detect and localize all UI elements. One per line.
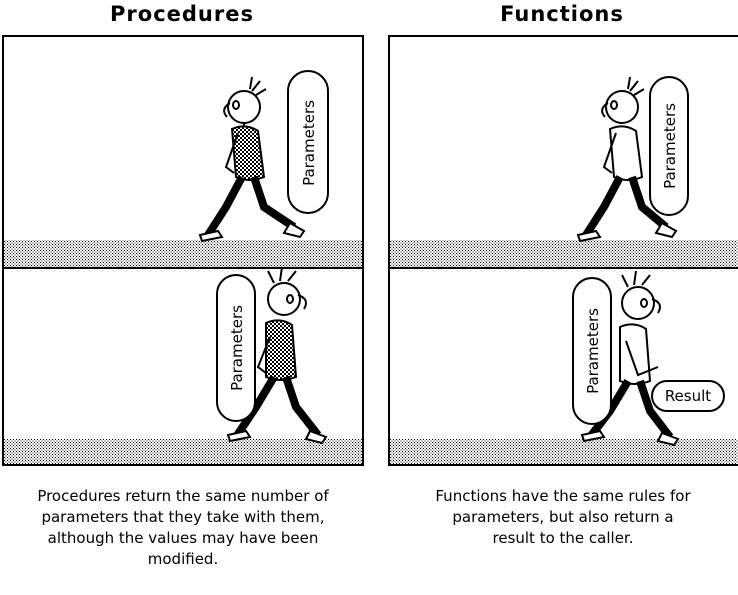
parameters-tag-label: Parameters xyxy=(584,308,602,394)
result-tag: Result xyxy=(651,380,725,412)
procedures-caption: Procedures return the same number of par… xyxy=(2,486,364,570)
caption-line: parameters, but also return a xyxy=(452,508,674,526)
caption-line: Procedures return the same number of xyxy=(37,487,329,505)
parameters-tag-label: Parameters xyxy=(300,100,318,186)
caption-line: modified. xyxy=(147,550,219,568)
ground-strip xyxy=(390,439,738,464)
caption-line: result to the caller. xyxy=(492,529,634,547)
walking-man-figure xyxy=(198,76,306,243)
parameters-tag: Parameters xyxy=(572,277,612,425)
walking-man-figure xyxy=(576,76,678,243)
parameters-tag-label: Parameters xyxy=(661,103,679,189)
functions-title: Functions xyxy=(500,2,624,26)
result-tag-label: Result xyxy=(665,387,711,405)
parameters-tag: Parameters xyxy=(287,70,329,214)
caption-line: although the values may have been xyxy=(47,529,319,547)
ground-strip xyxy=(4,240,362,267)
ground-strip xyxy=(4,439,362,464)
procedures-title: Procedures xyxy=(110,2,254,26)
caption-line: Functions have the same rules for xyxy=(435,487,691,505)
ground-strip xyxy=(390,240,738,267)
procedures-panel: Parameters Parameters xyxy=(2,35,364,466)
procedures-illustration: Parameters Parameters xyxy=(4,70,362,464)
parameters-tag: Parameters xyxy=(216,274,256,422)
functions-illustration: Parameters Parameters Result xyxy=(390,76,738,464)
walking-man-figure xyxy=(226,266,328,445)
functions-panel: Parameters Parameters Result xyxy=(388,35,738,466)
parameters-tag-label: Parameters xyxy=(228,305,246,391)
parameters-tag: Parameters xyxy=(649,76,689,216)
caption-line: parameters that they take with them, xyxy=(41,508,325,526)
functions-caption: Functions have the same rules for parame… xyxy=(388,486,738,549)
